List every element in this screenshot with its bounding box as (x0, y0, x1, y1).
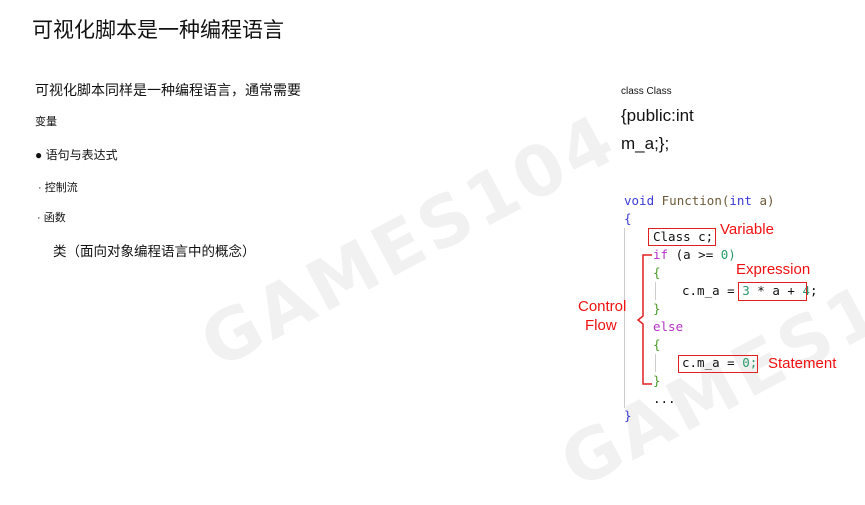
code-ellipsis: ... (653, 391, 676, 406)
code-else: else (653, 319, 684, 334)
code-statement: c.m_a = 0; (682, 355, 758, 370)
code-if: if (a >= 0) (653, 247, 736, 262)
code-brace: } (653, 301, 661, 316)
code-brace: { (653, 265, 661, 280)
item-control-flow: · 控制流 (38, 182, 78, 194)
code-brace: } (624, 408, 632, 423)
label-variable: Variable (720, 221, 774, 238)
class-snippet-2: {public:int (621, 106, 694, 125)
code-brace: } (653, 373, 661, 388)
code-line: void Function(int a) (624, 193, 775, 208)
control-flow-brace (636, 254, 652, 385)
class-snippet-1: class Class (621, 86, 672, 97)
page-title: 可视化脚本是一种编程语言 (32, 19, 284, 42)
label-statement: Statement (768, 355, 837, 372)
code-var-decl: Class c; (653, 229, 714, 244)
label-control-flow: Flow (585, 317, 617, 334)
code-assign: c.m_a = 3 * a + 4; (682, 283, 818, 298)
item-variable: 变量 (35, 116, 57, 128)
statement-box (678, 355, 758, 373)
expression-box (738, 282, 807, 301)
class-snippet-3: m_a;}; (621, 134, 670, 153)
variable-box (648, 228, 716, 246)
item-class: 类（面向对象编程语言中的概念） (53, 244, 256, 259)
item-function: · 函数 (37, 212, 66, 224)
intro-text: 可视化脚本同样是一种编程语言，通常需要 (35, 82, 301, 98)
item-statement: ● 语句与表达式 (35, 148, 118, 162)
label-expression: Expression (736, 261, 811, 278)
label-control-flow: Control (578, 298, 627, 315)
code-brace: { (653, 337, 661, 352)
code-brace: { (624, 211, 632, 226)
